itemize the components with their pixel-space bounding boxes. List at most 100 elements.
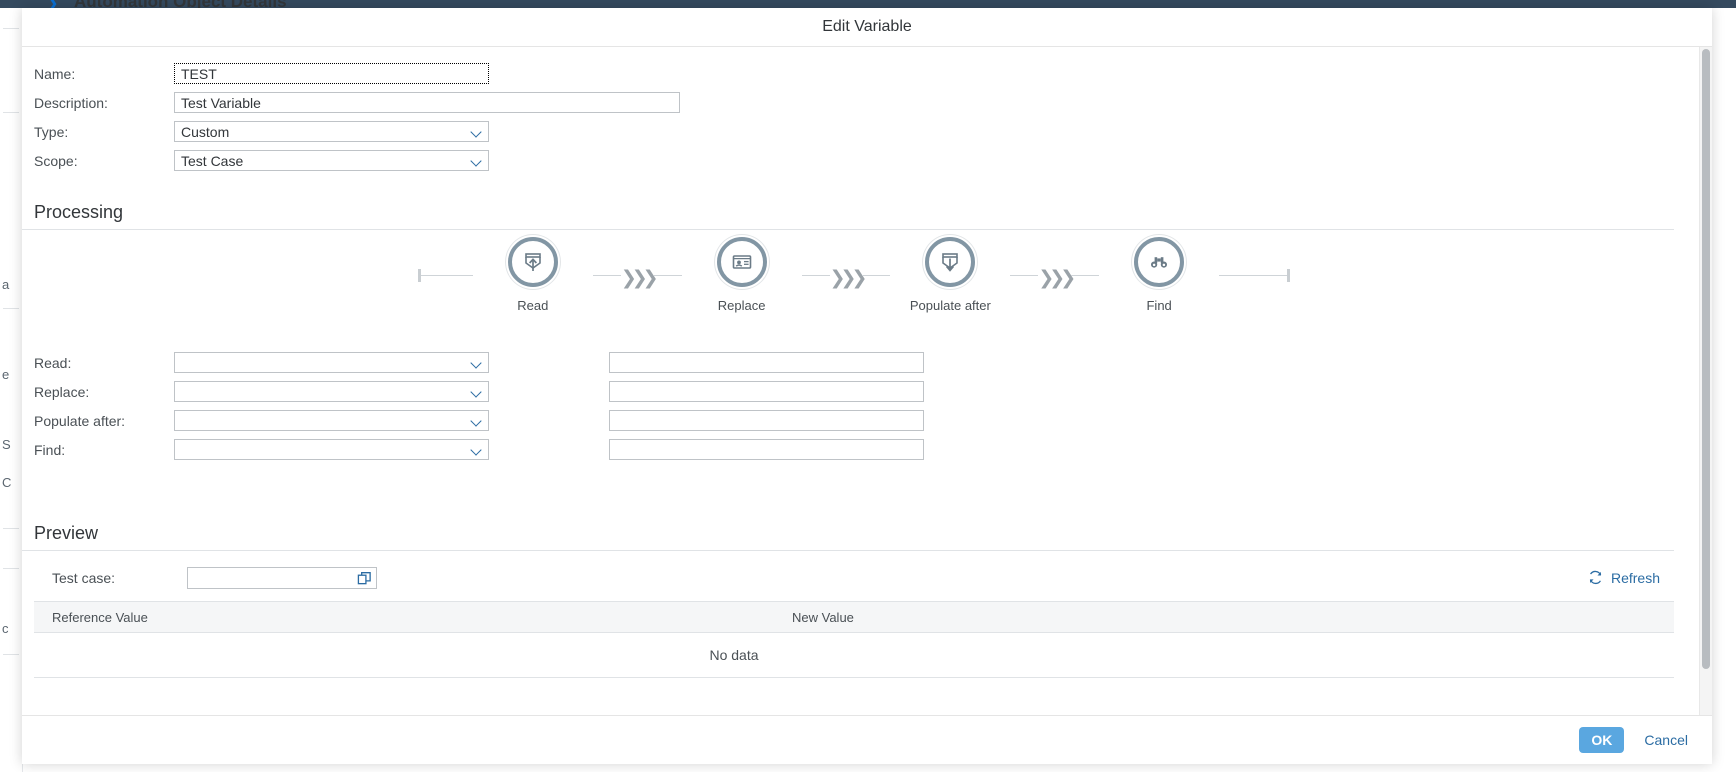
type-label: Type: <box>34 123 69 140</box>
flow-end-cap <box>1287 269 1291 282</box>
chevron-down-icon <box>470 443 484 457</box>
column-header-new-value: New Value <box>792 609 854 625</box>
name-input[interactable] <box>174 63 489 84</box>
flow-node-label: Find <box>1146 298 1172 313</box>
triple-chevron-right-icon: ❯❯❯ <box>1038 267 1076 289</box>
find-mapping-input[interactable] <box>609 439 924 460</box>
populate-after-mapping-label: Populate after: <box>34 412 126 429</box>
flow-connector-line <box>862 275 891 276</box>
edit-variable-dialog: Edit Variable Name: Description: Type: <box>22 8 1712 764</box>
mapping-row-populate-after: Populate after: <box>22 406 1686 435</box>
scope-label: Scope: <box>34 152 78 169</box>
column-header-reference-value: Reference Value <box>52 609 148 625</box>
process-flow: Read ❯❯❯ Replace <box>22 237 1686 313</box>
name-field-wrapper <box>174 63 489 84</box>
flow-node-label: Read <box>517 298 549 313</box>
mapping-row-find: Find: <box>22 435 1686 464</box>
triple-chevron-right-icon: ❯❯❯ <box>829 267 868 289</box>
testcase-label: Test case: <box>52 570 116 586</box>
read-mapping-select[interactable] <box>174 352 489 373</box>
chevron-down-icon <box>470 356 484 370</box>
background-app-title: Automation Object Details <box>74 0 287 11</box>
processing-section-title: Processing <box>22 202 1674 230</box>
dialog-footer: OK Cancel <box>22 715 1712 764</box>
populate-after-mapping-select[interactable] <box>174 410 489 431</box>
replace-node-circle <box>716 237 767 287</box>
testcase-input-wrapper[interactable] <box>187 567 377 589</box>
download-from-tray-icon <box>942 253 959 272</box>
preview-section-title: Preview <box>22 523 1674 551</box>
table-header-row: Reference Value New Value <box>34 601 1674 633</box>
flow-node-populate-after[interactable]: Populate after <box>890 237 1010 313</box>
mapping-row-replace: Replace: <box>22 377 1686 406</box>
chevron-down-icon <box>470 385 484 399</box>
triple-chevron-right-icon: ❯❯❯ <box>620 267 659 289</box>
mapping-row-read: Read: <box>22 348 1686 377</box>
populate-after-mapping-input[interactable] <box>609 410 924 431</box>
replace-mapping-input[interactable] <box>609 381 924 402</box>
read-node-circle <box>507 237 558 287</box>
form-row-description: Description: <box>22 88 1686 117</box>
flow-connector-line <box>420 275 473 276</box>
flow-node-label: Populate after <box>909 298 991 313</box>
upload-to-tray-icon <box>525 253 541 271</box>
processing-mapping-rows: Read: Replace: Populate after: <box>22 348 1686 464</box>
refresh-button-label: Refresh <box>1610 569 1660 586</box>
flow-connector-line <box>801 275 830 276</box>
description-input[interactable] <box>174 92 680 113</box>
flow-node-read[interactable]: Read <box>473 237 593 313</box>
read-mapping-label: Read: <box>34 354 72 371</box>
variable-form: Name: Description: Type: Custom <box>22 59 1686 175</box>
flow-node-replace[interactable]: Replace <box>682 237 802 313</box>
refresh-icon <box>1589 570 1602 585</box>
binoculars-icon <box>1151 257 1168 268</box>
flow-connector-line <box>592 275 621 276</box>
find-mapping-select[interactable] <box>174 439 489 460</box>
replace-mapping-label: Replace: <box>34 383 90 400</box>
chevron-down-icon <box>470 414 484 428</box>
form-row-type: Type: Custom <box>22 117 1686 146</box>
description-label: Description: <box>34 94 108 111</box>
dialog-scrollbar-thumb[interactable] <box>1702 49 1710 669</box>
cancel-button[interactable]: Cancel <box>1638 727 1694 753</box>
scope-select-value: Test Case <box>181 152 244 169</box>
name-label: Name: <box>34 65 76 82</box>
table-empty-text: No data <box>709 647 759 663</box>
populate-after-node-circle <box>925 237 976 287</box>
chevron-down-icon <box>470 125 484 139</box>
form-row-name: Name: <box>22 59 1686 88</box>
flow-connector-line <box>1010 275 1039 276</box>
flow-node-find[interactable]: Find <box>1099 237 1219 313</box>
dialog-body: Name: Description: Type: Custom <box>22 47 1712 715</box>
ok-button[interactable]: OK <box>1579 727 1625 753</box>
chevron-down-icon <box>470 154 484 168</box>
shell-bar <box>0 0 1736 8</box>
scope-select[interactable]: Test Case <box>174 150 489 171</box>
testcase-row: Test case: Refresh <box>22 561 1686 595</box>
description-field-wrapper <box>174 92 680 113</box>
flow-connector-line <box>1219 275 1288 276</box>
type-field-wrapper: Custom <box>174 121 489 142</box>
id-card-icon <box>732 255 751 269</box>
dialog-header: Edit Variable <box>22 8 1712 47</box>
preview-table: Reference Value New Value No data <box>34 601 1674 678</box>
read-mapping-input[interactable] <box>609 352 924 373</box>
find-node-circle <box>1134 237 1185 287</box>
flow-node-label: Replace <box>717 298 766 313</box>
scope-field-wrapper: Test Case <box>174 150 489 171</box>
type-select[interactable]: Custom <box>174 121 489 142</box>
table-empty-row: No data <box>34 633 1674 678</box>
background-left-column: a e S C c <box>0 8 23 772</box>
replace-mapping-select[interactable] <box>174 381 489 402</box>
refresh-button[interactable]: Refresh <box>1583 567 1664 588</box>
flow-start-cap <box>417 269 421 282</box>
find-mapping-label: Find: <box>34 441 66 458</box>
flow-connector-line <box>1071 275 1100 276</box>
flow-connector-line <box>653 275 682 276</box>
type-select-value: Custom <box>181 123 230 140</box>
form-row-scope: Scope: Test Case <box>22 146 1686 175</box>
value-help-icon[interactable] <box>357 571 372 586</box>
dialog-title: Edit Variable <box>822 18 912 35</box>
preview-section: Test case: Refresh <box>22 561 1686 595</box>
dialog-scrollbar-track[interactable] <box>1699 47 1712 715</box>
